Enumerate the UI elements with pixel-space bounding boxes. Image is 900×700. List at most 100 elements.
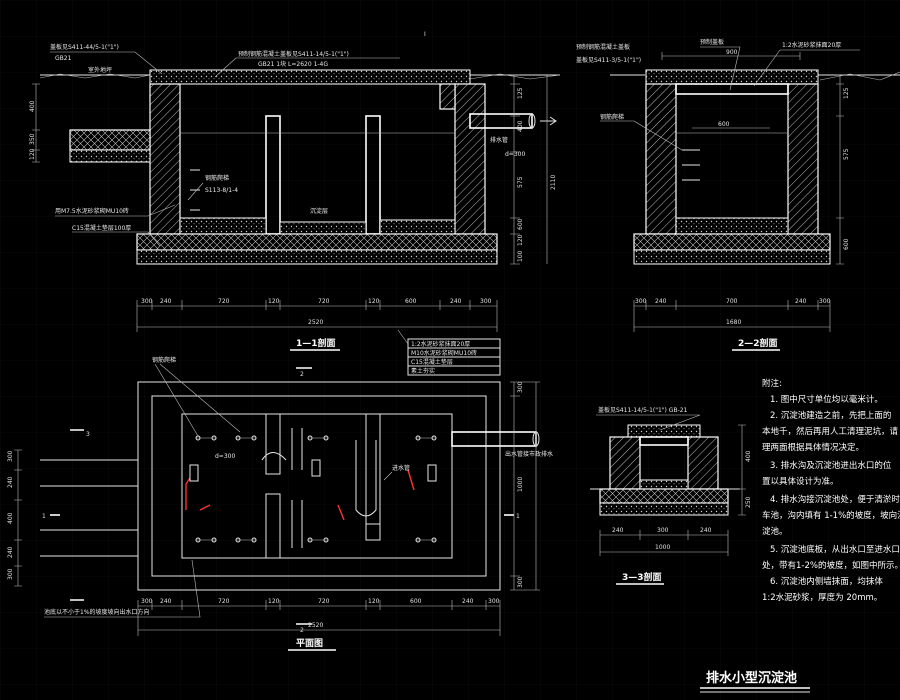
note-line-2: 2. 沉淀池建造之前，先把上面的 [770,410,891,421]
svg-text:350: 350 [29,133,36,145]
svg-text:120: 120 [517,234,524,246]
sludge-1 [179,217,267,235]
section-2-2: 600 预制钢筋混凝土盖板 盖板见S411-3/5-1("1") 1:2水泥砂浆… [576,38,900,351]
dim-total-1: 2520 [308,319,323,326]
right-wall-3 [687,436,719,490]
left-wall-3 [609,436,641,490]
svg-text:300: 300 [657,527,669,534]
svg-text:720: 720 [318,298,330,305]
note-line-3: 本地千，然后再用人工清理泥坑，请 [762,426,899,437]
label-wall-brick: 用M7.5水泥砂浆砌MU10砖 [55,207,129,215]
base-cushion-1 [136,249,498,265]
note-line-12: 6. 沉淀池内侧墙抹面，均抹体 [770,576,883,587]
svg-text:300: 300 [488,598,500,605]
plan-title: 平面图 [296,638,323,649]
svg-text:120: 120 [268,298,280,305]
drawing-title: 排水小型沉淀池 [706,670,797,686]
section-1-1-title: 1—1剖面 [296,337,336,349]
plan-view: 3 1 1 2 2 钢筋爬梯 进水管 出水管接市政排水 d=300 池底以不小于… [7,356,553,651]
note-line-4: 理两面根据具体情况决定。 [762,442,864,453]
svg-text:400: 400 [517,120,524,132]
svg-text:600: 600 [718,121,730,128]
svg-text:2: 2 [300,371,304,378]
note-line-11: 处，带有1-2%的坡度，如图中所示。 [762,560,900,571]
section-3-3: 盖板见S411-14/5-1("1") GB-21 240 300 240 10… [590,406,752,585]
svg-text:300: 300 [517,381,524,393]
svg-text:600: 600 [843,238,850,250]
note-line-1: 1. 图中尺寸单位均以毫米计。 [770,394,883,405]
label-2-2-top-left-sub: 盖板见S411-3/5-1("1") [576,56,641,64]
svg-text:240: 240 [655,298,667,305]
label-2-2-hatch: 预制盖板 [700,38,724,46]
svg-text:300: 300 [141,598,153,605]
cover-slab-1 [149,69,471,85]
base-cushion-2 [633,249,831,265]
top-mark: I [424,31,426,38]
label-2-2-top-left: 预制钢筋混凝土盖板 [576,43,630,51]
svg-text:C15混凝土垫层: C15混凝土垫层 [411,358,453,366]
label-grade-line: 室外地坪 [88,66,112,74]
svg-text:400: 400 [745,450,752,462]
left-brick-ledge-2 [69,149,151,163]
base-cushion-3 [599,502,729,516]
label-pipe-size: d=300 [505,151,525,158]
svg-text:1000: 1000 [517,477,524,492]
label-plan-bottom-note: 池底以不小于1%的坡度坡向出水口方向 [44,608,150,616]
svg-text:240: 240 [700,527,712,534]
svg-text:600: 600 [405,298,417,305]
notes-heading: 附注: [762,378,782,389]
svg-text:3: 3 [86,431,90,438]
label-sludge: 沉淀层 [310,207,328,215]
dim-total-3: 1000 [655,544,670,551]
label-ladder: 钢筋爬梯 [205,174,229,182]
note-line-13: 1:2水泥砂浆，厚度为 20mm。 [762,592,882,603]
label-ladder-sub: S113-8/1-4 [205,187,238,194]
dim-total-right-1: 2110 [550,175,557,190]
note-line-5: 3. 排水沟及沉淀池进出水口的位 [770,460,892,471]
cover-slab-3 [627,424,701,438]
base-slab-3 [599,488,729,504]
svg-text:M10水泥砂浆砌MU10砖: M10水泥砂浆砌MU10砖 [411,349,477,357]
svg-text:900: 900 [726,49,738,56]
label-2-2-inner: 钢筋爬梯 [600,113,624,121]
right-wall-step [439,83,456,110]
label-pipe-in: 进水管 [392,464,410,472]
svg-text:240: 240 [7,546,14,558]
svg-text:720: 720 [218,298,230,305]
label-3-3-cover: 盖板见S411-14/5-1("1") GB-21 [598,406,688,414]
svg-text:240: 240 [795,298,807,305]
right-wall-2 [787,83,819,235]
svg-text:1: 1 [516,513,520,520]
section-1-1: 盖板见S411-44/5-1("1") GB21 室外地坪 预制钢筋混凝土盖板见… [29,43,561,351]
label-2-2-top-right: 1:2水泥砂浆抹面20厚 [782,41,841,49]
sludge-2 [279,221,367,235]
label-pipe-out: 出水管接市政排水 [505,450,553,458]
label-inlet-d: d=300 [215,453,235,460]
note-line-8: 车池，沟内填有 1-1%的坡度，坡向沉 [762,510,900,521]
svg-text:120: 120 [368,298,380,305]
svg-text:125: 125 [517,87,524,99]
plan-inner [181,413,453,559]
svg-text:300: 300 [517,576,524,588]
label-cover-left: 盖板见S411-44/5-1("1") [50,43,119,51]
ladder-rungs-1 [190,169,200,211]
svg-text:300: 300 [141,298,153,305]
svg-text:240: 240 [462,598,474,605]
notes-block: 附注: 1. 图中尺寸单位均以毫米计。 2. 沉淀池建造之前，先把上面的 本地千… [762,378,900,603]
svg-text:720: 720 [218,598,230,605]
svg-text:240: 240 [160,298,172,305]
dim-total-2: 1680 [726,319,741,326]
dim-total-plan: 2520 [308,622,323,629]
base-slab-1 [136,233,498,251]
legend-box: 1:2水泥砂浆抹面20厚 M10水泥砂浆砌MU10砖 C15混凝土垫层 素土夯实 [397,329,501,376]
svg-text:1: 1 [42,513,46,520]
svg-text:400: 400 [29,100,36,112]
svg-text:120: 120 [368,598,380,605]
sludge-3 [379,219,456,235]
svg-text:400: 400 [7,512,14,524]
left-wall-2 [645,83,677,235]
label-cover-top-sub: GB21 1块 L=2620 1-4G [258,60,328,68]
svg-text:240: 240 [612,527,624,534]
